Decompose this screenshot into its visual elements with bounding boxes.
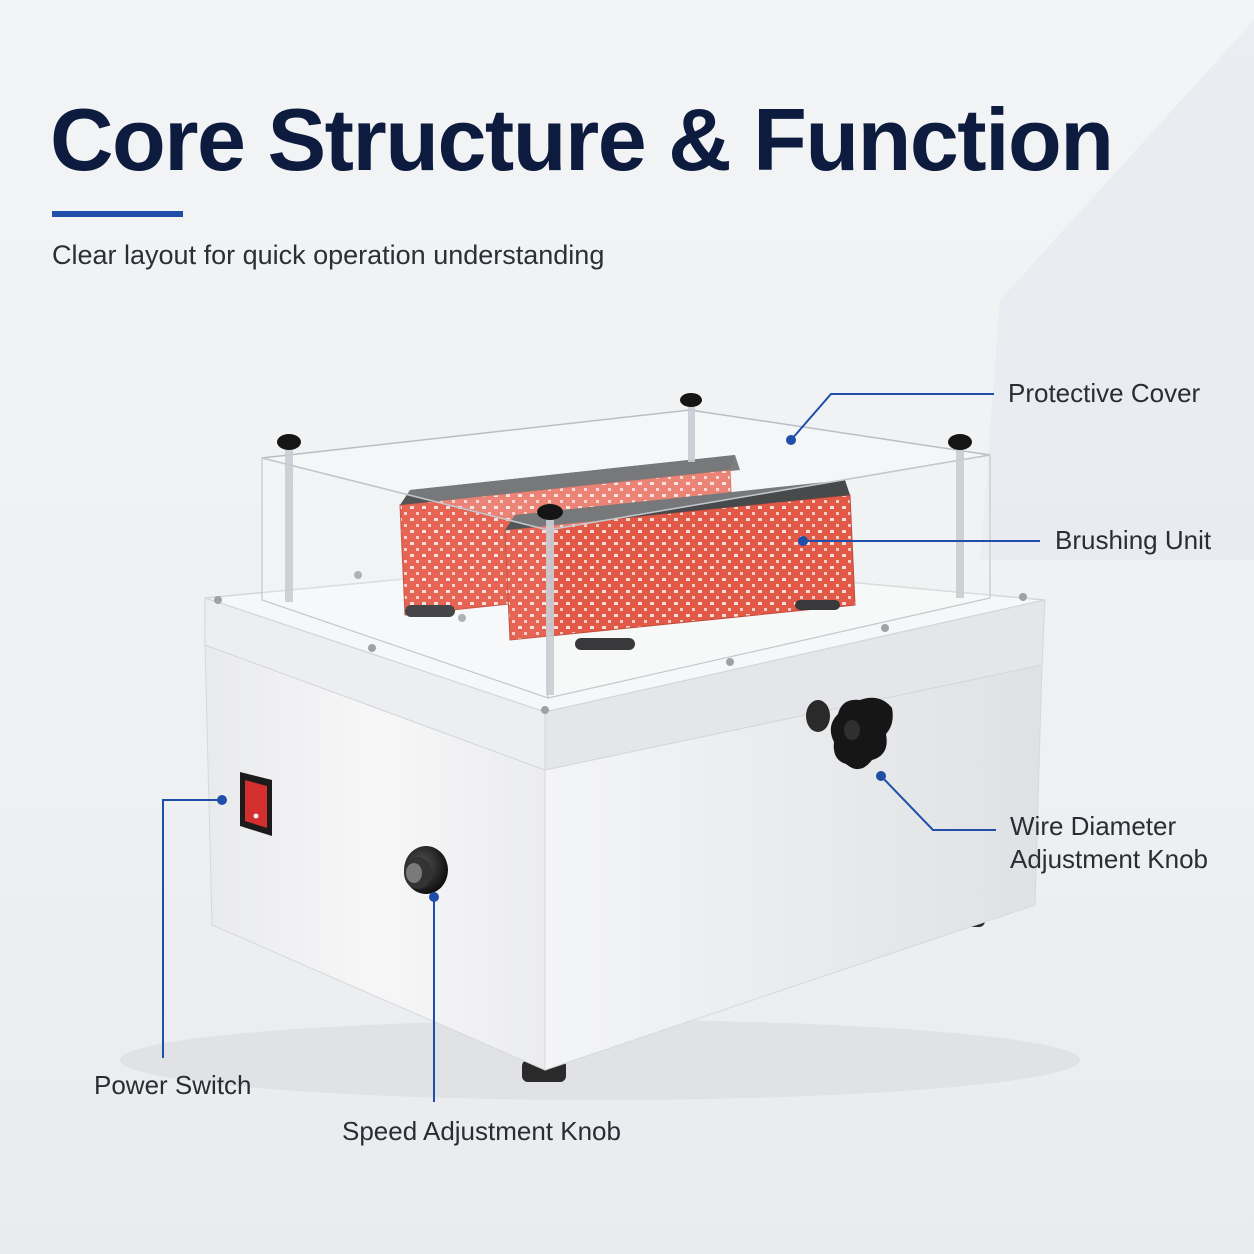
background-streak bbox=[980, 20, 1254, 560]
title-underline bbox=[52, 211, 183, 217]
label-wire-diameter-line2: Adjustment Knob bbox=[1010, 844, 1209, 874]
label-brushing-unit: Brushing Unit bbox=[1055, 525, 1212, 555]
floor-shadow bbox=[120, 1020, 1080, 1100]
callout-dots bbox=[217, 435, 886, 902]
label-power-switch: Power Switch bbox=[94, 1070, 252, 1100]
label-speed-knob: Speed Adjustment Knob bbox=[342, 1116, 621, 1146]
wire-diameter-knob-icon bbox=[806, 697, 893, 770]
speed-knob-icon bbox=[404, 846, 448, 894]
plate-screws bbox=[214, 571, 1027, 714]
brushing-unit bbox=[399, 455, 856, 650]
top-plate-side bbox=[544, 599, 1046, 771]
label-protective-cover: Protective Cover bbox=[1008, 378, 1201, 408]
power-switch-icon bbox=[240, 772, 272, 836]
label-wire-diameter-knob: Wire Diameter Adjustment Knob bbox=[1010, 810, 1208, 876]
protective-cover bbox=[261, 393, 991, 699]
label-wire-diameter-line1: Wire Diameter bbox=[1010, 811, 1177, 841]
callout-lines bbox=[162, 393, 1040, 1102]
page-title: Core Structure & Function bbox=[50, 90, 1114, 189]
page-subtitle: Clear layout for quick operation underst… bbox=[52, 240, 605, 270]
